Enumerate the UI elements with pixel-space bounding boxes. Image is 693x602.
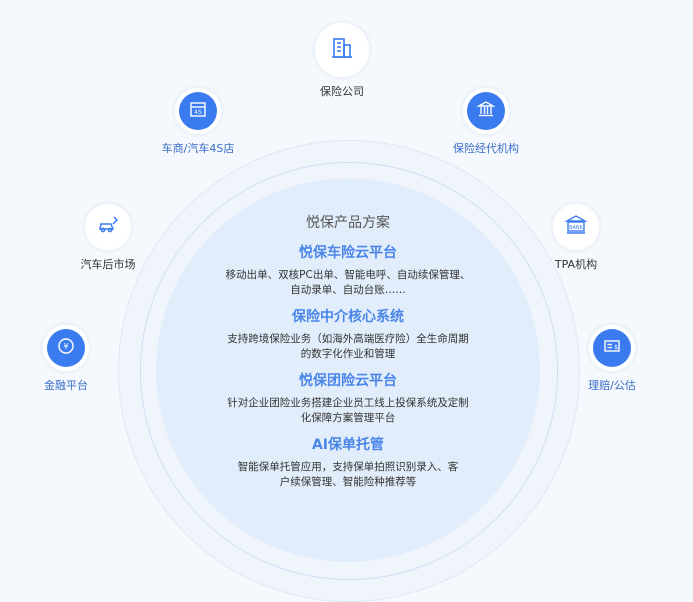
node-label: TPA机构 xyxy=(554,258,598,271)
4s-store-icon: 4S xyxy=(188,99,208,123)
svg-text:$: $ xyxy=(614,344,618,351)
desc-line: 智能保单托管应用，支持保单拍照识别录入、客 xyxy=(237,461,459,473)
node-label: 理赔/公估 xyxy=(588,379,636,392)
section-title-car-insurance: 悦保车险云平台 xyxy=(299,245,397,261)
building-icon xyxy=(329,35,355,65)
svg-text:BANK: BANK xyxy=(569,225,584,231)
center-title: 悦保产品方案 xyxy=(306,215,390,231)
section-title-ai-policy: AI保单托管 xyxy=(311,437,385,453)
inner-circle xyxy=(156,178,540,562)
bank-icon: BANK xyxy=(564,213,588,241)
section-desc-broker-core: 支持跨境保险业务（如海外高端医疗险）全生命周期 的数字化作业和管理 xyxy=(176,332,520,362)
section-desc-group-insurance: 针对企业团险业务搭建企业员工线上投保系统及定制 化保障方案管理平台 xyxy=(176,396,520,426)
node-label: 汽车后市场 xyxy=(80,258,136,271)
desc-line: 支持跨境保险业务（如海外高端医疗险）全生命周期 xyxy=(227,333,469,345)
node-insurance-company: 保险公司 xyxy=(297,23,387,99)
middle-ring xyxy=(140,162,558,580)
node-finance: ¥ 金融平台 xyxy=(30,325,102,393)
node-label: 车商/汽车4S店 xyxy=(161,142,235,155)
node-label: 保险经代机构 xyxy=(453,142,519,155)
bank-building-icon xyxy=(476,99,496,123)
desc-line: 自动录单、自动台账…… xyxy=(290,284,406,296)
section-title-group-insurance: 悦保团险云平台 xyxy=(299,373,397,389)
svg-text:¥: ¥ xyxy=(63,342,68,351)
section-title-broker-core: 保险中介核心系统 xyxy=(292,309,404,325)
svg-text:4S: 4S xyxy=(194,109,202,116)
node-claims: $ 理赔/公估 xyxy=(574,325,650,393)
section-desc-car-insurance: 移动出单、双核PC出单、智能电呼、自动续保管理、 自动录单、自动台账…… xyxy=(176,268,520,298)
node-aftermarket: 汽车后市场 xyxy=(68,204,148,272)
desc-line: 的数字化作业和管理 xyxy=(300,348,396,360)
node-broker: 保险经代机构 xyxy=(438,88,534,156)
node-label: 保险公司 xyxy=(320,85,364,98)
center-panel: 悦保产品方案 悦保车险云平台 移动出单、双核PC出单、智能电呼、自动续保管理、 … xyxy=(176,212,520,498)
coin-icon: ¥ xyxy=(56,336,76,360)
desc-line: 移动出单、双核PC出单、智能电呼、自动续保管理、 xyxy=(225,269,471,281)
desc-line: 针对企业团险业务搭建企业员工线上投保系统及定制 xyxy=(227,397,469,409)
desc-line: 化保障方案管理平台 xyxy=(300,412,396,424)
node-dealer: 4S 车商/汽车4S店 xyxy=(146,88,250,156)
section-desc-ai-policy: 智能保单托管应用，支持保单拍照识别录入、客 户续保管理、智能险种推荐等 xyxy=(176,460,520,490)
node-label: 金融平台 xyxy=(44,379,88,392)
node-tpa: BANK TPA机构 xyxy=(536,204,616,272)
invoice-icon: $ xyxy=(602,336,622,360)
car-repair-icon xyxy=(96,213,120,241)
desc-line: 户续保管理、智能险种推荐等 xyxy=(279,476,417,488)
